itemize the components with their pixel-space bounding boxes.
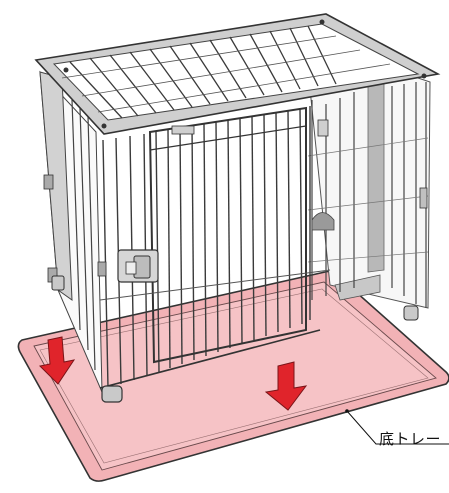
door-latch <box>118 250 158 282</box>
tray-label: 底トレー <box>379 428 441 449</box>
